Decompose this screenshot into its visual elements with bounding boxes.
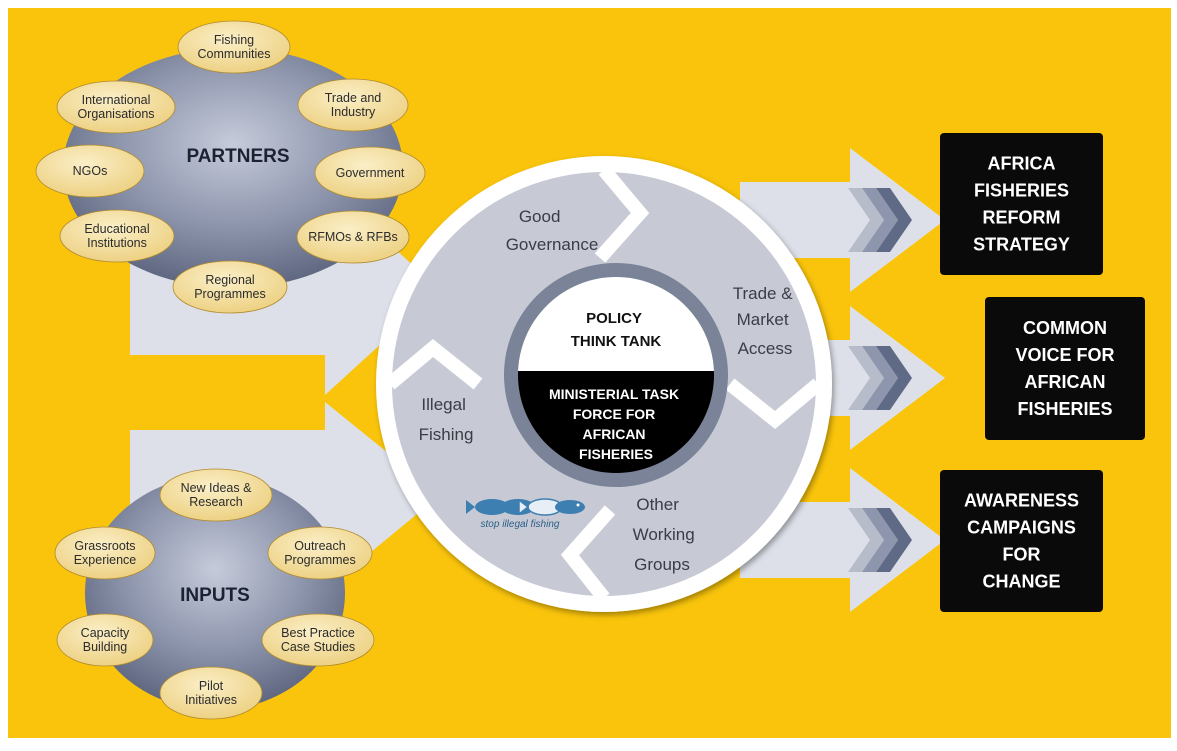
partner-oval-shape (172, 260, 288, 314)
inputs-title: INPUTS (180, 585, 250, 606)
partner-oval: Government (314, 146, 426, 200)
logo-text: stop illegal fishing (481, 519, 560, 530)
chevron-icon (848, 346, 884, 410)
partner-oval-label: NGOs (73, 164, 108, 178)
chevron-icon (848, 508, 884, 572)
fish-icon (466, 498, 585, 516)
partners-title: PARTNERS (186, 146, 289, 167)
input-oval-shape (159, 666, 263, 720)
segment-illegal-fishing: Illegal Fishing (419, 395, 474, 444)
chevron-icon (862, 508, 898, 572)
input-oval-shape (261, 613, 375, 667)
ministerial-task-force-label: MINISTERIAL TASK FORCE FOR AFRICAN FISHE… (549, 386, 683, 462)
policy-cycle: Good Governance Trade & Market Access Ot… (376, 156, 832, 612)
chevron-icon (876, 346, 912, 410)
cycle-dividers (385, 165, 823, 603)
chevron-icon (848, 188, 884, 252)
input-oval-shape (267, 526, 373, 580)
stop-illegal-fishing-logo: stop illegal fishing (466, 498, 585, 530)
partner-oval: RFMOs & RFBs (296, 210, 410, 264)
policy-think-tank-label: POLICY THINK TANK (571, 310, 662, 350)
partner-oval-shape (296, 210, 410, 264)
segment-other-working-groups: Other Working Groups (633, 495, 700, 574)
partner-oval-label: RFMOs & RFBs (308, 230, 398, 244)
partner-oval-shape (59, 209, 175, 263)
partner-oval-shape (56, 80, 176, 134)
partner-oval-shape (35, 144, 145, 198)
input-oval-shape (56, 613, 154, 667)
segment-trade-market-access: Trade & Market Access (733, 284, 798, 358)
chevron-icon (876, 188, 912, 252)
partner-oval-label: Government (336, 166, 405, 180)
input-oval-shape (159, 468, 273, 522)
chevron-icon (862, 188, 898, 252)
chevron-icon (876, 508, 912, 572)
partner-oval-shape (177, 20, 291, 74)
chevron-icon (862, 346, 898, 410)
partner-oval-shape (314, 146, 426, 200)
partner-oval-shape (297, 78, 409, 132)
input-oval: New Ideas &Research (159, 468, 273, 522)
partner-oval: NGOs (35, 144, 145, 198)
segment-good-governance: Good Governance (506, 207, 599, 254)
input-oval-shape (54, 526, 156, 580)
input-oval-label: New Ideas &Research (181, 481, 253, 509)
